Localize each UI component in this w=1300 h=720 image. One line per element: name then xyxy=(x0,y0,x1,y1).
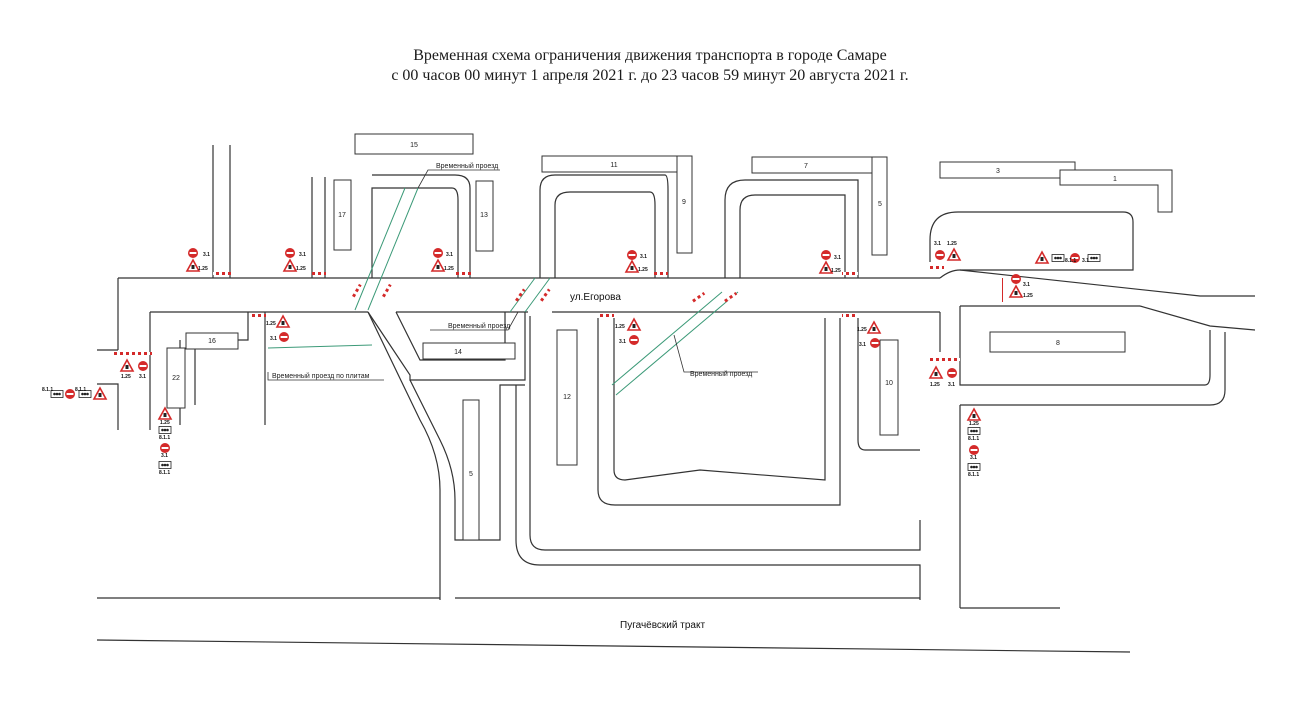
detour-plates-label: Временный проезд по плитам xyxy=(272,372,370,380)
work-zone-fences xyxy=(114,266,1003,361)
svg-text:3.1: 3.1 xyxy=(970,455,977,461)
svg-text:11: 11 xyxy=(610,162,617,169)
street-egorova-label: ул.Егорова xyxy=(570,292,621,303)
svg-text:1.25: 1.25 xyxy=(296,266,306,272)
svg-text:3.1: 3.1 xyxy=(446,252,453,258)
buildings: 15 11 9 7 5 3 1 17 13 16 22 14 12 5 10 8 xyxy=(166,133,1173,541)
building-14: 14 xyxy=(422,342,516,360)
svg-text:14: 14 xyxy=(454,349,462,356)
building-5-top: 5 xyxy=(871,156,888,256)
sign-group-634: 1.25 3.1 xyxy=(615,318,641,345)
svg-text:3.1: 3.1 xyxy=(1023,282,1030,288)
svg-text:3.1: 3.1 xyxy=(1082,258,1089,264)
sign-group-west: 8.1.1 8.1.1 xyxy=(42,387,107,400)
svg-text:3.1: 3.1 xyxy=(859,342,866,348)
building-16: 16 xyxy=(185,332,239,350)
svg-text:3.1: 3.1 xyxy=(640,254,647,260)
building-7: 7 xyxy=(751,156,888,174)
svg-text:1.25: 1.25 xyxy=(198,266,208,272)
building-11: 11 xyxy=(541,155,693,173)
svg-text:8.1.1: 8.1.1 xyxy=(75,387,86,393)
building-8: 8 xyxy=(989,331,1126,353)
street-pugachevsky-label: Пугачёвский тракт xyxy=(620,620,705,631)
svg-text:13: 13 xyxy=(480,212,488,219)
sign-group-1060: 8.1.1 3.1 xyxy=(1035,251,1101,264)
sign-group-128: 1.25 3.1 xyxy=(120,359,148,380)
sign-group-974: 1.25 8.1.1 3.1 8.1.1 xyxy=(967,408,981,478)
sign-group-213: 3.1 1.25 xyxy=(186,248,210,272)
svg-text:1.25: 1.25 xyxy=(857,327,867,333)
svg-text:1.25: 1.25 xyxy=(615,324,625,330)
svg-text:17: 17 xyxy=(338,212,346,219)
svg-text:3.1: 3.1 xyxy=(619,339,626,345)
svg-text:8.1.1: 8.1.1 xyxy=(42,387,53,393)
svg-text:8.1.1: 8.1.1 xyxy=(159,470,170,476)
svg-text:3.1: 3.1 xyxy=(948,382,955,388)
svg-text:5: 5 xyxy=(878,201,882,208)
svg-text:1.25: 1.25 xyxy=(160,420,170,426)
svg-text:5: 5 xyxy=(469,471,473,478)
svg-text:3.1: 3.1 xyxy=(270,336,277,342)
sign-group-312: 3.1 1.25 xyxy=(283,248,306,272)
building-1: 1 xyxy=(1059,169,1173,213)
map-period: с 00 часов 00 минут 1 апреля 2021 г. до … xyxy=(391,67,909,84)
svg-text:16: 16 xyxy=(208,338,216,345)
svg-text:8.1.1: 8.1.1 xyxy=(968,472,979,478)
sign-group-632: 3.1 1.25 xyxy=(625,250,648,273)
svg-text:1.25: 1.25 xyxy=(121,374,131,380)
svg-text:12: 12 xyxy=(563,394,571,401)
building-12: 12 xyxy=(556,329,578,466)
svg-text:1.25: 1.25 xyxy=(266,321,276,327)
svg-text:10: 10 xyxy=(885,380,893,387)
svg-text:3.1: 3.1 xyxy=(834,255,841,261)
building-22: 22 xyxy=(166,347,186,409)
road-network xyxy=(96,145,1256,653)
svg-text:3: 3 xyxy=(996,168,1000,175)
svg-text:9: 9 xyxy=(682,199,686,206)
svg-text:8.1.1: 8.1.1 xyxy=(1065,258,1076,264)
sign-group-826: 3.1 1.25 xyxy=(819,250,841,274)
svg-text:1.25: 1.25 xyxy=(969,421,979,427)
building-13: 13 xyxy=(475,180,494,252)
building-3: 3 xyxy=(939,161,1076,179)
building-17: 17 xyxy=(333,179,352,251)
sign-group-165: 1.25 8.1.1 3.1 8.1.1 xyxy=(158,407,172,476)
temporary-detours xyxy=(267,169,758,396)
detour-label-2: Временный проезд xyxy=(448,322,510,330)
svg-text:1: 1 xyxy=(1113,176,1117,183)
svg-text:3.1: 3.1 xyxy=(203,252,210,258)
sign-group-1015: 3.1 1.25 xyxy=(1009,274,1033,299)
sign-group-874: 1.25 3.1 xyxy=(857,321,881,348)
building-5-bottom: 5 xyxy=(462,399,480,541)
sign-group-280: 1.25 3.1 xyxy=(266,315,290,342)
svg-text:1.25: 1.25 xyxy=(930,382,940,388)
svg-text:3.1: 3.1 xyxy=(161,453,168,459)
building-9: 9 xyxy=(676,155,693,254)
svg-text:15: 15 xyxy=(410,142,418,149)
detour-label-1: Временный проезд xyxy=(436,162,498,170)
svg-text:22: 22 xyxy=(172,375,180,382)
map-title: Временная схема ограничения движения тра… xyxy=(413,47,887,64)
building-15: 15 xyxy=(354,133,474,155)
svg-text:3.1: 3.1 xyxy=(139,374,146,380)
svg-text:7: 7 xyxy=(804,163,808,170)
svg-text:8: 8 xyxy=(1056,340,1060,347)
svg-text:1.25: 1.25 xyxy=(947,241,957,247)
detour-label-3: Временный проезд xyxy=(690,370,752,378)
road-signs: 3.1 1.25 3.1 1.25 3.1 1.25 3.1 1.25 3.1 … xyxy=(42,241,1101,478)
svg-text:1.25: 1.25 xyxy=(638,267,648,273)
svg-text:1.25: 1.25 xyxy=(831,268,841,274)
svg-text:8.1.1: 8.1.1 xyxy=(159,435,170,441)
svg-text:3.1: 3.1 xyxy=(299,252,306,258)
svg-text:8.1.1: 8.1.1 xyxy=(968,436,979,442)
sign-group-940: 3.1 1.25 xyxy=(934,241,961,261)
svg-text:3.1: 3.1 xyxy=(934,241,941,247)
svg-text:1.25: 1.25 xyxy=(1023,293,1033,299)
building-10: 10 xyxy=(879,339,899,436)
sign-group-936: 1.25 3.1 xyxy=(929,366,957,388)
sign-group-438: 3.1 1.25 xyxy=(431,248,454,272)
svg-text:1.25: 1.25 xyxy=(444,266,454,272)
